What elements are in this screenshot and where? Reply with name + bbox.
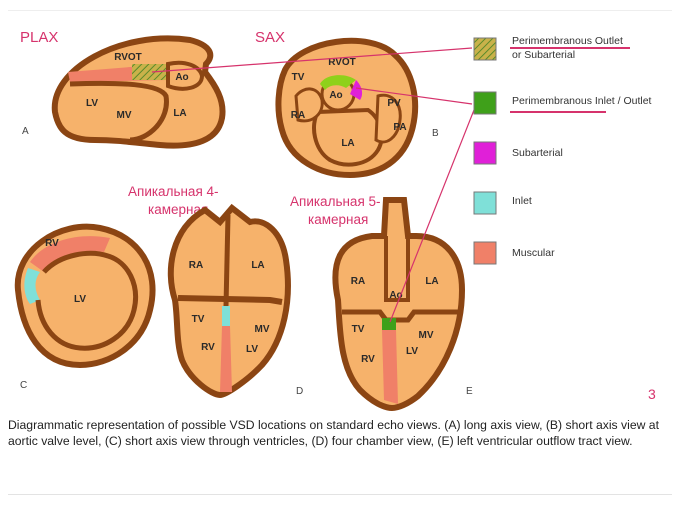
figure-caption: Diagrammatic representation of possible … [8,418,659,448]
e-perimembranous-inlet-outlet [382,318,396,330]
legend-label-perimembranous-outlet-2: or Subarterial [512,49,575,61]
sax-title: SAX [255,29,285,46]
sax-label-rvot: RVOT [328,57,356,68]
panel-letter-c: C [20,380,27,391]
legend-swatch-perimembranous-inlet-outlet [473,91,497,115]
d-label-lv: LV [246,344,258,355]
slide-number: 3 [648,386,656,402]
d-label-rv: RV [201,342,215,353]
d-muscular-septum [220,326,232,392]
d-label-ra: RA [189,260,203,271]
e-label-ra: RA [351,276,365,287]
panel-letter-e: E [466,386,473,397]
d-label-mv: MV [255,324,270,335]
bottom-divider [8,494,672,495]
e-label-rv: RV [361,354,375,365]
plax-label-la: LA [173,108,186,119]
legend: Perimembranous Outlet or Subarterial Per… [473,35,652,265]
sax-pa [374,93,402,144]
c-label-rv: RV [45,238,59,249]
panel-letter-a: A [22,126,29,137]
e-label-la: LA [425,276,438,287]
plax-label-mv: MV [117,110,132,121]
sax-subarterial [350,80,363,100]
legend-label-muscular: Muscular [512,247,555,259]
sax-label-la: LA [341,138,354,149]
e-heart-outline [332,197,466,412]
d-av-plane [177,295,283,305]
sax-label-ao: Ao [329,90,342,101]
plax-label-lv: LV [86,98,98,109]
connector-e-to-inlet-outlet [389,109,475,323]
c-label-lv: LV [74,294,86,305]
legend-swatch-perimembranous-outlet [473,37,497,61]
panel-letter-d: D [296,386,303,397]
e-label-tv: TV [352,324,365,335]
apical4-title-line1: Апикальная 4- [128,184,219,199]
legend-swatch-subarterial [473,141,497,165]
plax-perimembranous-outlet [132,64,168,80]
connector-plax-to-outlet [151,47,473,73]
sax-label-pa: PA [393,122,406,133]
sax-label-tv: TV [292,72,305,83]
d-atrial-septum [223,214,231,307]
legend-label-perimembranous-inlet-outlet: Perimembranous Inlet / Outlet [512,95,652,107]
sax-label-ra: RA [291,110,305,121]
legend-label-subarterial: Subarterial [512,147,563,159]
legend-label-inlet: Inlet [512,195,532,207]
panel-b-sax: SAX RVOT TV Ao RA PV PA LA B [255,29,439,179]
panel-c-short-axis: RV LV C [14,223,156,391]
legend-swatch-muscular [473,241,497,265]
e-label-lv: LV [406,346,418,357]
plax-label-ao: Ao [175,72,188,83]
e-label-mv: MV [419,330,434,341]
d-inlet-septum [222,306,230,326]
panel-a-plax: PLAX RVOT Ao LV MV LA A [20,29,226,149]
apical5-title-line1: Апикальная 5- [290,194,381,209]
apical4-title-line2: камерная [148,202,208,217]
sax-label-pv: PV [387,98,401,109]
plax-label-rvot: RVOT [114,52,142,63]
legend-label-perimembranous-outlet-1: Perimembranous Outlet [512,35,623,47]
panel-letter-b: B [432,128,439,139]
panel-e-lvot: RA Ao LA TV MV RV LV E [332,197,473,412]
e-aortic-root [384,236,410,302]
top-divider [8,10,672,11]
plax-mitral-wall [69,80,169,143]
plax-title: PLAX [20,29,58,46]
e-muscular-septum [382,330,398,404]
panel-d-four-chamber: RA LA TV MV RV LV D [167,203,303,399]
d-label-la: LA [251,260,264,271]
legend-swatch-inlet [473,191,497,215]
d-label-tv: TV [192,314,205,325]
connector-sax-to-inlet-outlet [355,87,473,105]
legend-connectors [151,47,475,323]
c-inlet-septum [24,268,40,304]
e-av-plane [342,309,458,323]
sax-perimembranous-inlet-outlet [320,75,356,90]
e-label-ao: Ao [389,290,402,301]
apical5-title-line2: камерная [308,212,368,227]
c-lv-wall [35,250,138,351]
